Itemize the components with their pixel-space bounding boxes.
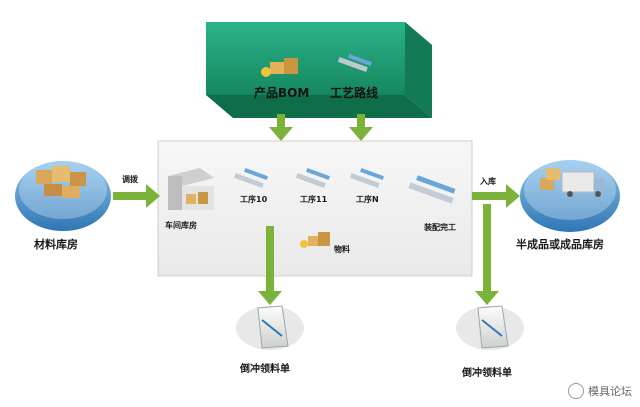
workshop-storage-label: 车间库房 [165, 221, 197, 230]
step-icon-n [349, 168, 384, 188]
route-label: 工艺路线 [330, 86, 379, 100]
truck-icon [540, 168, 604, 197]
watermark-text: 模具论坛 [588, 385, 632, 398]
material-icon [300, 232, 330, 248]
backflush-right-label: 倒冲领料单 [462, 368, 512, 379]
input-arrows [269, 114, 373, 141]
wechat-icon [568, 383, 584, 399]
route-icon [337, 54, 372, 72]
backflush-arrows [258, 204, 499, 305]
assembly-icon [408, 175, 456, 204]
bom-icon [261, 58, 298, 77]
backflush-left-label: 倒冲领料单 [240, 364, 290, 375]
bom-label: 产品BOM [254, 86, 310, 100]
backflush-doc-left [236, 305, 304, 350]
stock-in-arrow [472, 184, 520, 208]
assembly-label: 装配完工 [424, 223, 456, 232]
transfer-label: 调拨 [122, 175, 138, 184]
top-data-box [206, 22, 432, 118]
step-label-10: 工序10 [240, 195, 268, 204]
transfer-arrow [113, 184, 160, 208]
step-icon-11 [295, 168, 330, 188]
workshop-storage-icon [168, 168, 214, 210]
product-warehouse-label: 半成品或成品库房 [516, 238, 604, 251]
stock-in-label: 入库 [480, 177, 496, 186]
step-label-11: 工序11 [300, 195, 328, 204]
step-label-n: 工序N [356, 195, 379, 204]
watermark: 模具论坛 [568, 383, 632, 399]
material-warehouse-label: 材料库房 [34, 238, 78, 251]
material-label: 物料 [334, 245, 350, 254]
backflush-doc-right [456, 305, 524, 350]
step-icon-10 [233, 168, 268, 188]
boxes-icon [36, 166, 86, 198]
